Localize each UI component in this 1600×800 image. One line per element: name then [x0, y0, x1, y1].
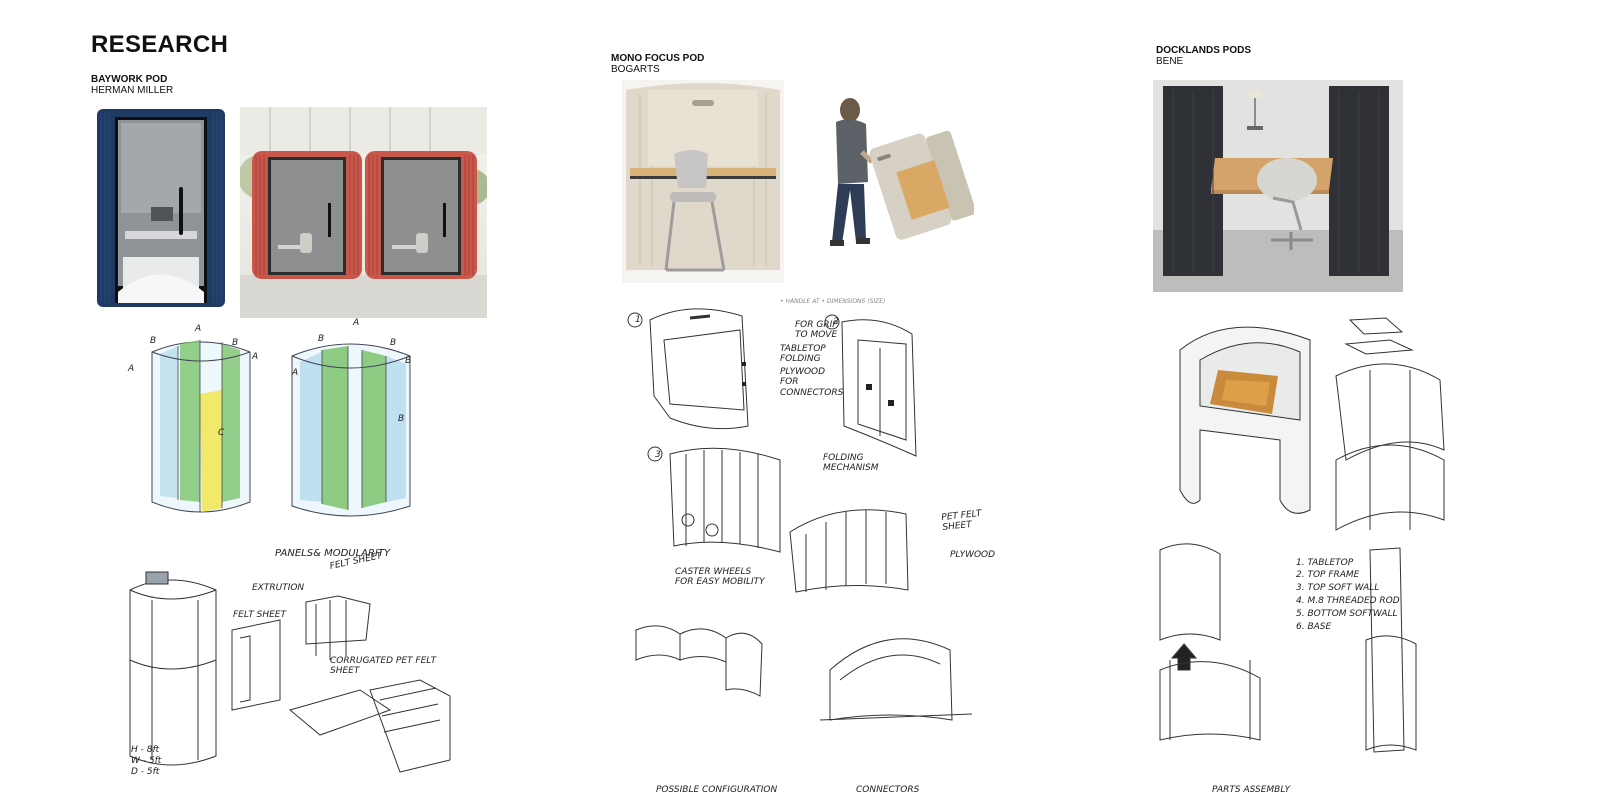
sketch-mono-focus [627, 308, 973, 721]
panel-letter: B [318, 334, 325, 344]
step-number-2: 2 [833, 317, 839, 327]
panel-letter: A [195, 324, 202, 334]
docklands-list-item: 2. TOP FRAME [1296, 570, 1360, 580]
note-plywood: PLYWOOD FOR [780, 367, 826, 387]
dim-height: H - 8ft [131, 745, 160, 755]
docklands-list-item: 4. M.8 THREADED ROD [1296, 596, 1400, 606]
sketch-baywork-panels [151, 340, 411, 517]
panel-letter: A [128, 364, 135, 374]
dim-depth: D - 5ft [131, 767, 160, 777]
panel-letter: A [292, 368, 299, 378]
panel-letter: B [398, 414, 405, 424]
panel-letter: C [218, 428, 225, 438]
dim-width: W - 5ft [131, 756, 162, 766]
photo-baywork-coral-pods [240, 107, 487, 318]
panel-letter: B [150, 336, 157, 346]
note-possible-config: POSSIBLE CONFIGURATION [656, 785, 778, 795]
note-tabletop: TABLETOP FOLDING [780, 344, 826, 364]
photo-docklands-pod [1153, 80, 1403, 292]
panel-letter: B [232, 338, 239, 348]
product-brand-baywork: HERMAN MILLER [91, 85, 174, 96]
note-extrusion: EXTRUTION [252, 583, 305, 593]
note-folding: FOLDING MECHANISM [823, 453, 879, 473]
product-name-mono: MONO FOCUS POD [611, 53, 705, 64]
product-brand-mono: BOGARTS [611, 64, 660, 75]
note-panels-modularity: PANELS& MODULARITY [275, 548, 391, 559]
sketch-docklands [1159, 317, 1445, 753]
product-name-docklands: DOCKLANDS PODS [1156, 45, 1252, 56]
photo-mono-focus-pod [622, 80, 784, 283]
docklands-list-item: 1. TABLETOP [1296, 558, 1354, 568]
note-corrugated: CORRUGATED PET FELT SHEET [330, 656, 437, 676]
panel-letter: A [252, 352, 259, 362]
note-plywood-2: PLYWOOD [950, 550, 996, 560]
product-brand-docklands: BENE [1156, 56, 1184, 67]
docklands-list-item: 3. TOP SOFT WALL [1296, 583, 1380, 593]
note-parts-assembly: PARTS ASSEMBLY [1212, 785, 1290, 795]
step-number-1: 1 [635, 315, 641, 325]
step-number-3: 3 [655, 450, 661, 460]
note-felt-sheet-2: FELT SHEET [233, 610, 286, 620]
photo-person-carrying-pod [816, 92, 974, 294]
docklands-list-item: 6. BASE [1296, 622, 1332, 632]
note-grip: FOR GRIP TO MOVE [795, 320, 838, 340]
note-connectors-2: CONNECTORS [856, 785, 920, 795]
product-name-baywork: BAYWORK POD [91, 74, 168, 85]
note-caster: CASTER WHEELS FOR EASY MOBILITY [675, 567, 765, 587]
panel-letter: B [390, 338, 397, 348]
photo-baywork-navy-pod [95, 107, 229, 309]
note-connectors: CONNECTORS [780, 388, 844, 398]
docklands-list-item: 5. BOTTOM SOFTWALL [1296, 609, 1398, 619]
page-title: RESEARCH [91, 31, 229, 58]
note-top: • HANDLE AT • DIMENSIONS (SIZE) [780, 298, 886, 305]
panel-letter: A [353, 318, 360, 328]
sketch-baywork-modularity [129, 571, 451, 773]
panel-letter: B [405, 356, 412, 366]
